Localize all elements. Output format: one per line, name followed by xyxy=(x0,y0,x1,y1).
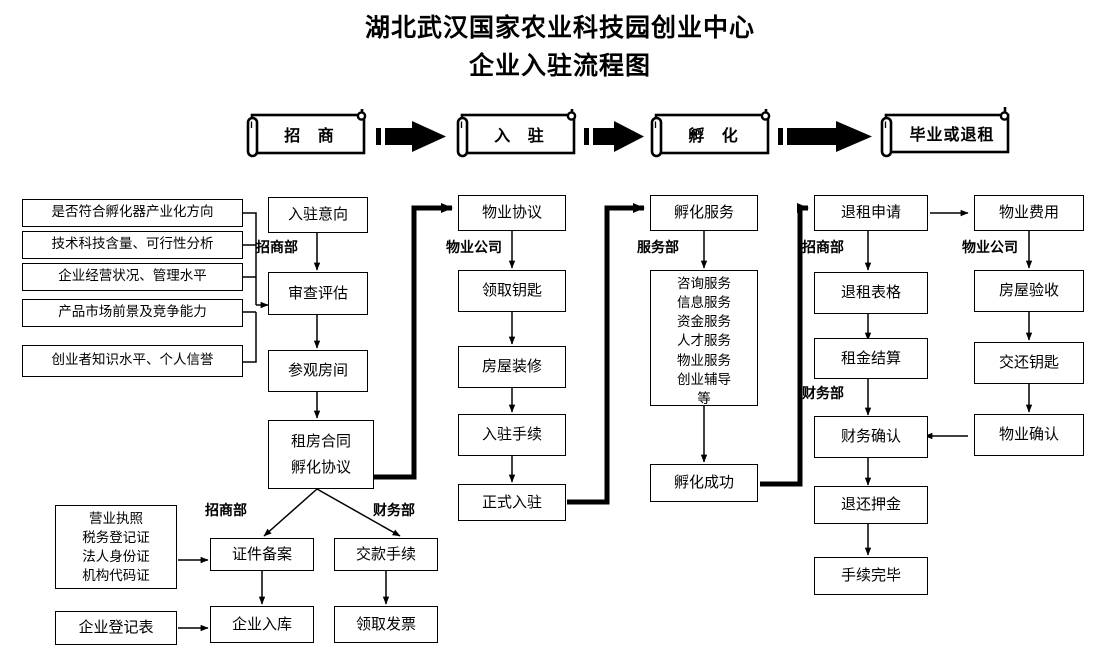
stage-banner-4[interactable]: 毕业或退租 xyxy=(874,106,1014,160)
stage-banner-label: 招 商 xyxy=(284,126,340,145)
process-contract[interactable]: 租房合同 孵化协议 xyxy=(268,420,374,489)
page-title-line1: 湖北武汉国家农业科技园创业中心 xyxy=(364,13,755,42)
process-rent-settlement[interactable]: 租金结算 xyxy=(814,338,928,379)
process-payment[interactable]: 交款手续 xyxy=(334,538,438,571)
process-intent[interactable]: 入驻意向 xyxy=(268,197,368,233)
stage-banner-3[interactable]: 孵 化 xyxy=(644,108,774,160)
stage-banner-1[interactable]: 招 商 xyxy=(240,108,370,160)
process-return-keys[interactable]: 交还钥匙 xyxy=(974,342,1084,384)
dept-label-investment-3: 招商部 xyxy=(205,503,247,519)
process-house-inspection[interactable]: 房屋验收 xyxy=(974,270,1084,312)
documents-box[interactable]: 营业执照 税务登记证 法人身份证 机构代码证 xyxy=(55,505,177,589)
thick-right-arrow-icon xyxy=(376,121,446,152)
process-finance-confirm[interactable]: 财务确认 xyxy=(814,416,928,458)
process-document-filing[interactable]: 证件备案 xyxy=(210,538,314,571)
process-exit-application[interactable]: 退租申请 xyxy=(814,195,928,231)
dept-label-property-company-2: 物业公司 xyxy=(962,240,1018,256)
criteria-box-1[interactable]: 是否符合孵化器产业化方向 xyxy=(22,199,243,227)
scroll-banner-icon xyxy=(650,109,771,158)
stage-banner-2[interactable]: 入 驻 xyxy=(450,108,580,160)
stage-banner-label: 孵 化 xyxy=(688,126,744,145)
process-property-confirm[interactable]: 物业确认 xyxy=(974,414,1084,456)
criteria-box-3[interactable]: 企业经营状况、管理水平 xyxy=(22,263,243,291)
thick-right-arrow-icon xyxy=(778,121,872,152)
incubation-service-list[interactable]: 咨询服务 信息服务 资金服务 人才服务 物业服务 创业辅导 等 xyxy=(650,270,758,407)
dept-label-investment: 招商部 xyxy=(256,240,298,256)
process-completed[interactable]: 手续完毕 xyxy=(814,557,928,595)
registration-form-box[interactable]: 企业登记表 xyxy=(55,611,177,645)
process-property-fee[interactable]: 物业费用 xyxy=(974,195,1084,231)
process-deposit-refund[interactable]: 退还押金 xyxy=(814,486,928,524)
criteria-box-2[interactable]: 技术科技含量、可行性分析 xyxy=(22,231,243,259)
process-review[interactable]: 审查评估 xyxy=(268,272,368,315)
dept-label-service-dept: 服务部 xyxy=(637,240,679,256)
criteria-box-5[interactable]: 创业者知识水平、个人信誉 xyxy=(22,345,243,377)
process-incubation-success[interactable]: 孵化成功 xyxy=(650,464,758,502)
stage-banner-label: 毕业或退租 xyxy=(909,125,995,144)
stage-banner-label: 入 驻 xyxy=(494,126,550,145)
scroll-banner-icon xyxy=(456,109,577,158)
dept-label-investment-2: 招商部 xyxy=(802,240,844,256)
scroll-banner-icon xyxy=(880,107,1010,158)
process-get-keys[interactable]: 领取钥匙 xyxy=(458,270,566,312)
scroll-banner-icon xyxy=(246,109,367,158)
process-official-movein[interactable]: 正式入驻 xyxy=(458,484,566,521)
contract-line2: 孵化协议 xyxy=(290,457,351,476)
process-enterprise-db[interactable]: 企业入库 xyxy=(210,606,314,643)
process-visit-room[interactable]: 参观房间 xyxy=(268,350,368,392)
thick-right-arrow-icon xyxy=(584,121,644,152)
page-title-line2: 企业入驻流程图 xyxy=(468,51,651,80)
documents-text: 营业执照 税务登记证 法人身份证 机构代码证 xyxy=(82,511,150,585)
process-renovation[interactable]: 房屋装修 xyxy=(458,346,566,388)
process-exit-form[interactable]: 退租表格 xyxy=(814,272,928,314)
dept-label-property-company-1: 物业公司 xyxy=(446,240,502,256)
dept-label-finance-2: 财务部 xyxy=(373,503,415,519)
contract-line1: 租房合同 xyxy=(290,432,351,451)
process-incubation-service[interactable]: 孵化服务 xyxy=(650,195,758,231)
service-list-text: 咨询服务 信息服务 资金服务 人才服务 物业服务 创业辅导 等 xyxy=(677,276,731,407)
process-invoice[interactable]: 领取发票 xyxy=(334,606,438,643)
process-property-agreement[interactable]: 物业协议 xyxy=(458,195,566,231)
dept-label-finance-1: 财务部 xyxy=(802,386,844,402)
process-movein-procedures[interactable]: 入驻手续 xyxy=(458,414,566,456)
criteria-box-4[interactable]: 产品市场前景及竞争能力 xyxy=(22,299,243,327)
